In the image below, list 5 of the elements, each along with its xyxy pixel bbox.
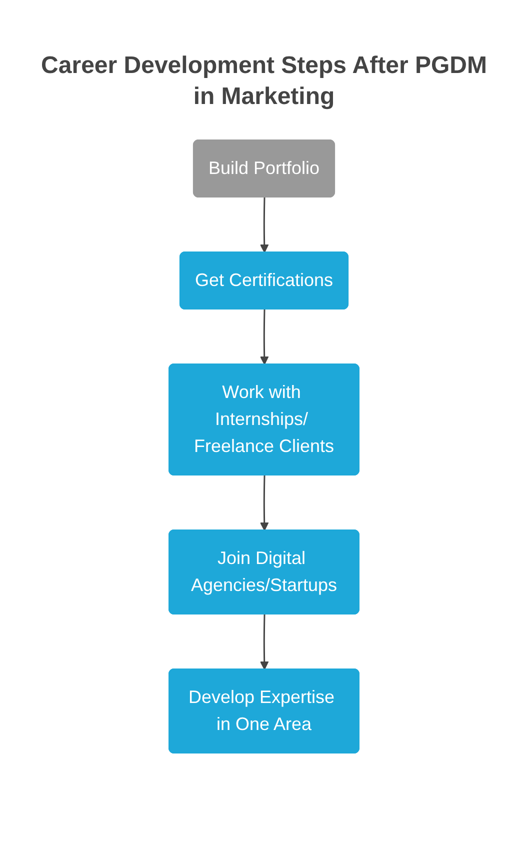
arrow [260,614,269,670]
title: Career Development Steps After PGDM in Marketing [40,51,488,112]
arrow [260,198,269,254]
arrow [260,476,269,532]
arrow [260,310,269,366]
